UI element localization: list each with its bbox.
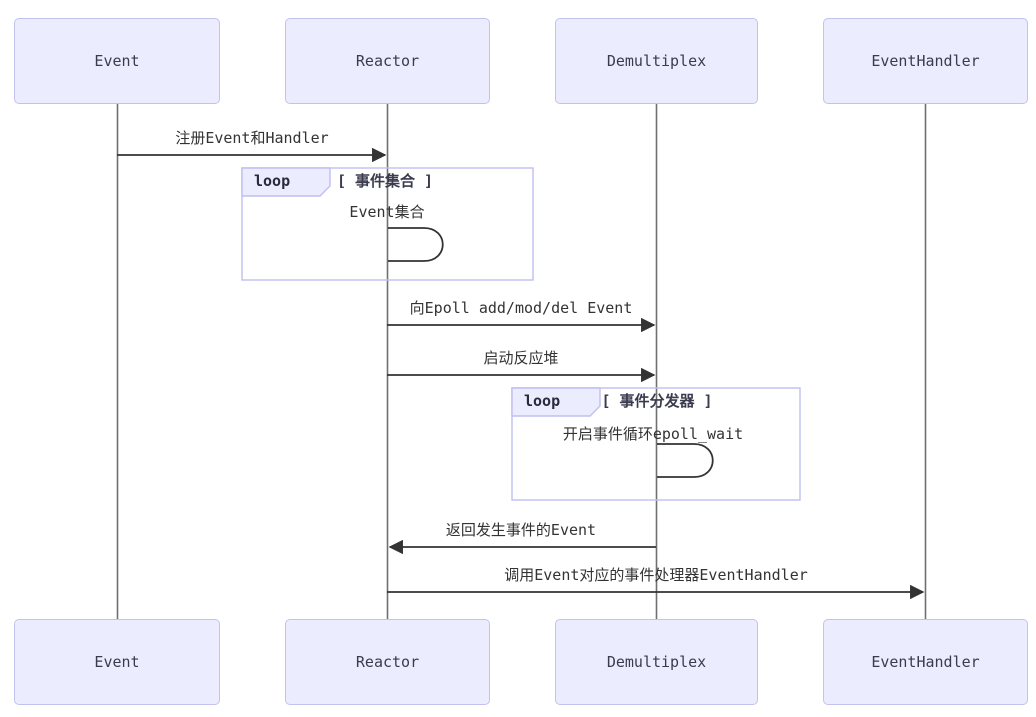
- loop-condition-2: [ 事件分发器 ]: [601, 392, 713, 410]
- message-label-epoll: 向Epoll add/mod/del Event: [409, 299, 633, 317]
- actor-box-demultiplex-bottom: Demultiplex: [555, 619, 758, 705]
- self-loop-curve-1: [388, 227, 444, 262]
- message-label-start: 启动反应堆: [483, 349, 559, 367]
- actor-box-reactor-top: Reactor: [285, 18, 490, 104]
- loop-tab-1: [241, 167, 331, 197]
- actor-box-event-bottom: Event: [14, 619, 220, 705]
- loop-frame-1: [241, 167, 534, 281]
- self-loop-curve-2: [657, 443, 714, 478]
- message-label-dispatch: 调用Event对应的事件处理器EventHandler: [504, 566, 808, 584]
- actor-box-eventhandler-bottom: EventHandler: [823, 619, 1028, 705]
- actor-box-eventhandler-top: EventHandler: [823, 18, 1028, 104]
- loop-tag-2: loop: [524, 392, 561, 410]
- actor-box-event-top: Event: [14, 18, 220, 104]
- actor-box-reactor-bottom: Reactor: [285, 619, 490, 705]
- message-label-register: 注册Event和Handler: [175, 129, 329, 147]
- loop-condition-1: [ 事件集合 ]: [336, 172, 434, 190]
- self-message-label-2: 开启事件循环epoll_wait: [562, 425, 744, 443]
- loop-frame-2: [511, 387, 801, 501]
- loop-tab-2: [511, 387, 601, 417]
- self-message-label-1: Event集合: [349, 203, 425, 221]
- actor-box-demultiplex-top: Demultiplex: [555, 18, 758, 104]
- message-label-return: 返回发生事件的Event: [445, 521, 597, 539]
- loop-tag-1: loop: [254, 172, 291, 190]
